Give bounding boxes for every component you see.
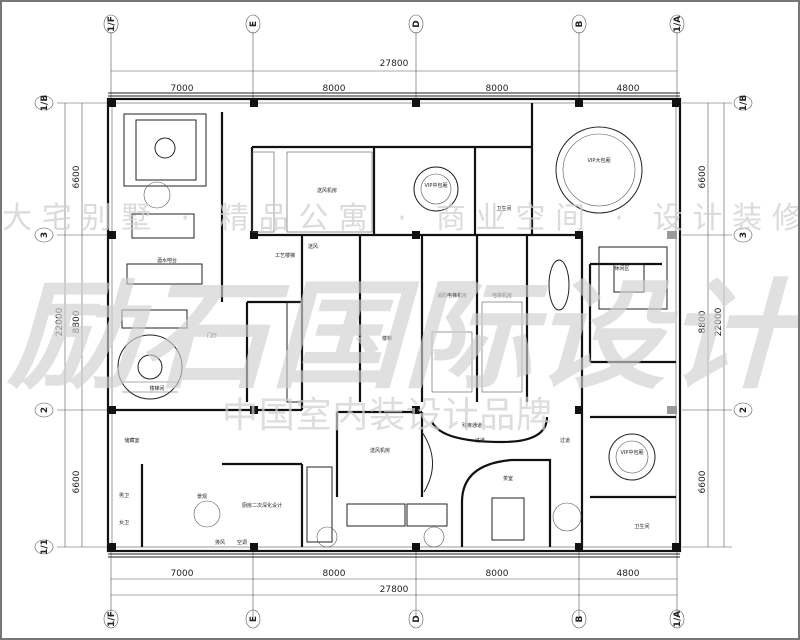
room-labels: VIP大包厢 VIP中包厢 VIP中包厢 卫生间 卫生间 送风机房 送风机房 楼… bbox=[119, 157, 650, 546]
axis-bubbles: 1/F E D B 1/A 1/F E D B 1/A 1/B 3 2 1/1 … bbox=[34, 14, 753, 629]
axis-label: D bbox=[412, 615, 422, 622]
axis-label: 1/F bbox=[107, 611, 117, 627]
dim-left-total: 22000 bbox=[55, 307, 65, 336]
axis-label: 1/F bbox=[107, 16, 117, 32]
axis-label: 1/A bbox=[673, 611, 683, 628]
room-label: 消防电梯机房 bbox=[437, 292, 467, 299]
structural-columns bbox=[108, 99, 680, 551]
room-label: VIP大包厢 bbox=[588, 157, 611, 164]
bottom-dimensions: 7000 8000 8000 4800 27800 bbox=[110, 552, 678, 617]
furniture bbox=[117, 113, 668, 548]
room-label: 送风机房 bbox=[317, 187, 337, 194]
room-label: 卫生间 bbox=[496, 205, 511, 212]
room-label: 过道 bbox=[475, 437, 485, 444]
axis-label: 3 bbox=[739, 232, 749, 238]
dim-left: 6600 bbox=[72, 165, 82, 188]
watermark-brand: 励石国际设计 bbox=[6, 267, 800, 405]
side-dimensions: 6600 8800 22000 6600 6600 8800 22000 660… bbox=[55, 102, 732, 548]
room-label: 酒水吧台 bbox=[157, 257, 177, 264]
dim-span-bottom: 8000 bbox=[323, 569, 346, 579]
dim-right-total: 22000 bbox=[714, 307, 724, 336]
axis-label: 3 bbox=[40, 232, 50, 238]
room-label: 楼梯 bbox=[382, 335, 392, 342]
room-label: 厨房二次深化设计 bbox=[242, 502, 282, 509]
room-label: 残疾通道 bbox=[462, 422, 482, 429]
axis-label: 1/1 bbox=[40, 539, 50, 555]
room-label: 休闲区 bbox=[614, 265, 629, 272]
room-label: VIP中包厢 bbox=[425, 182, 448, 189]
axis-label: 2 bbox=[40, 407, 50, 413]
room-label: 门厅 bbox=[207, 332, 217, 339]
watermark-tagline: 中国室内装设计品牌 bbox=[222, 395, 552, 436]
room-label: 送风 bbox=[308, 243, 318, 250]
dim-right: 6600 bbox=[698, 165, 708, 188]
dim-left: 6600 bbox=[72, 470, 82, 493]
dim-span-top: 7000 bbox=[171, 84, 194, 94]
room-label: 茶室 bbox=[503, 475, 513, 482]
dim-span-bottom: 8000 bbox=[486, 569, 509, 579]
axis-label: 1/B bbox=[739, 95, 749, 112]
building-walls bbox=[106, 92, 682, 558]
room-label: 电梯机房 bbox=[492, 292, 512, 299]
room-label: 卫生间 bbox=[634, 523, 649, 530]
axis-label: E bbox=[249, 616, 259, 622]
room-label: 排风 bbox=[215, 539, 225, 546]
dim-left: 8800 bbox=[72, 310, 82, 333]
room-label: VIP中包厢 bbox=[621, 449, 644, 456]
room-label: 储藏室 bbox=[124, 437, 139, 444]
room-label: 景观 bbox=[197, 493, 207, 500]
axis-label: B bbox=[575, 615, 585, 622]
watermark: 大宅别墅 · 精品公寓 · 商业空间 · 设计装修 励石国际设计 中国室内装设计… bbox=[2, 201, 800, 436]
dim-right: 8800 bbox=[698, 310, 708, 333]
dim-span-top: 4800 bbox=[617, 84, 640, 94]
room-label: 空调 bbox=[237, 539, 247, 546]
axis-label: D bbox=[412, 20, 422, 27]
room-label: 送风机房 bbox=[370, 447, 390, 454]
room-label: 楼梯间 bbox=[149, 385, 164, 392]
top-dimensions: 27800 7000 8000 8000 4800 bbox=[110, 32, 678, 102]
dim-span-top: 8000 bbox=[486, 84, 509, 94]
dim-span-bottom: 7000 bbox=[171, 569, 194, 579]
room-label: 过道 bbox=[560, 437, 570, 444]
room-label: 工艺楼梯 bbox=[275, 252, 295, 259]
dim-right: 6600 bbox=[698, 470, 708, 493]
axis-label: 1/A bbox=[673, 16, 683, 33]
watermark-slogan: 大宅别墅 · 精品公寓 · 商业空间 · 设计装修 bbox=[2, 201, 800, 236]
axis-label: 2 bbox=[739, 407, 749, 413]
dim-total-top: 27800 bbox=[380, 59, 409, 69]
dim-span-bottom: 4800 bbox=[617, 569, 640, 579]
dim-total-bottom: 27800 bbox=[380, 585, 409, 595]
room-label: 男卫 bbox=[119, 493, 129, 499]
axis-label: 1/B bbox=[40, 95, 50, 112]
dim-span-top: 8000 bbox=[323, 84, 346, 94]
axis-label: B bbox=[575, 20, 585, 27]
axis-label: E bbox=[249, 21, 259, 27]
room-label: 女卫 bbox=[119, 519, 129, 526]
